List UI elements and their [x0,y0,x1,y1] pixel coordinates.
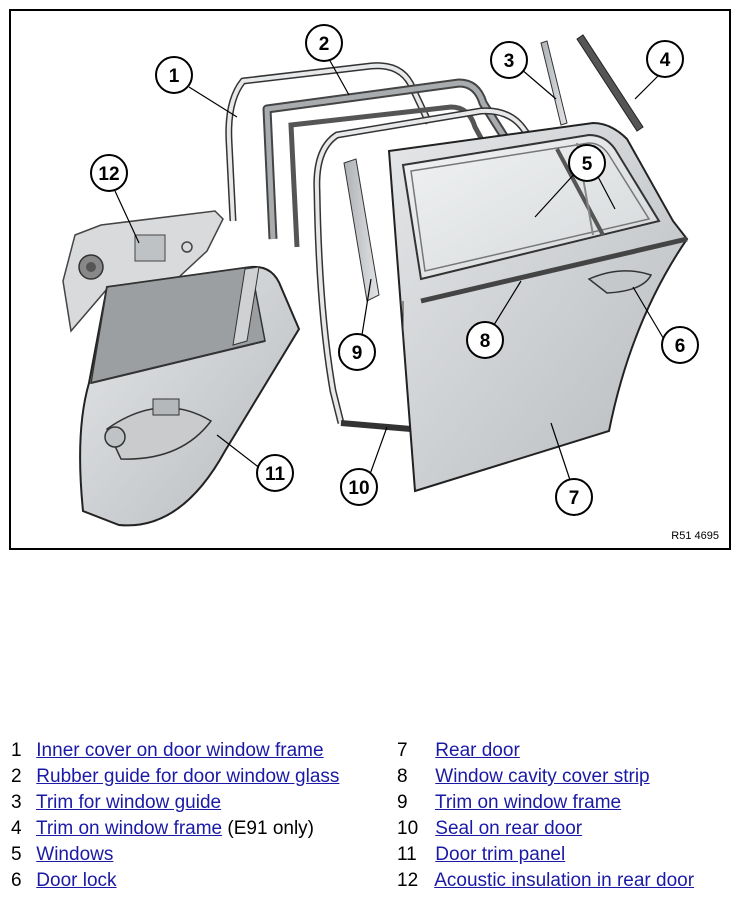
legend-number: 8 [397,766,408,787]
legend-number: 12 [397,870,419,891]
legend-column-left: 1 Inner cover on door window frame 2 Rub… [11,738,339,894]
callout-5: 5 [568,144,606,182]
door-parts-illustration: 1 2 3 4 5 6 7 8 9 10 11 12 [62,24,699,527]
legend-link-inner-cover[interactable]: Inner cover on door window frame [36,740,324,761]
svg-text:12: 12 [98,164,119,185]
legend-link-window-frame-trim-e91[interactable]: Trim on window frame [35,818,223,839]
legend-number: 5 [11,844,22,865]
legend-number: 1 [11,740,22,761]
part-door-trim-panel [79,265,301,527]
legend-link-window-frame-trim[interactable]: Trim on window frame [434,792,622,813]
legend-item: 11 Door trim panel [397,842,694,868]
legend-link-windows[interactable]: Windows [36,844,114,865]
legend-item: 9 Trim on window frame [397,790,694,816]
callout-4: 4 [646,40,684,78]
part-acoustic-insulation [62,210,224,333]
svg-text:11: 11 [265,464,286,485]
legend-item: 3 Trim for window guide [11,790,339,816]
parts-legend: 1 Inner cover on door window frame 2 Rub… [0,738,742,906]
callout-6: 6 [661,326,699,364]
svg-text:4: 4 [660,50,671,71]
part-inner-cover-frame [225,62,433,222]
part-window-guide-trim [540,40,568,126]
legend-number: 10 [397,818,419,839]
svg-text:3: 3 [504,51,515,72]
part-window-frame-trim [343,158,380,302]
legend-suffix: (E91 only) [222,818,314,839]
legend-number: 3 [11,792,22,813]
legend-number: 6 [11,870,22,891]
legend-link-rubber-guide[interactable]: Rubber guide for door window glass [36,766,340,787]
callout-7: 7 [555,478,593,516]
legend-number: 2 [11,766,22,787]
legend-column-right: 7 Rear door 8 Window cavity cover strip … [397,738,694,894]
legend-item: 4 Trim on window frame (E91 only) [11,816,339,842]
part-rear-door [387,121,689,493]
legend-link-acoustic-insulation[interactable]: Acoustic insulation in rear door [434,870,695,891]
exploded-diagram: 1 2 3 4 5 6 7 8 9 10 11 12 R51 4695 [9,9,731,550]
part-window-frame-trim-e91 [576,34,644,132]
callout-12: 12 [90,154,128,192]
part-door-seal [313,107,562,432]
legend-number: 11 [397,844,417,865]
svg-text:7: 7 [569,488,580,509]
svg-text:6: 6 [675,336,686,357]
callout-8: 8 [466,321,504,359]
legend-link-door-trim-panel[interactable]: Door trim panel [435,844,566,865]
svg-text:2: 2 [319,34,330,55]
legend-link-door-lock[interactable]: Door lock [36,870,117,891]
legend-number: 9 [397,792,408,813]
legend-number: 4 [11,818,22,839]
svg-text:10: 10 [348,478,369,499]
legend-link-cover-strip[interactable]: Window cavity cover strip [435,766,650,787]
svg-text:1: 1 [169,66,180,87]
callout-3: 3 [490,41,528,79]
callout-2: 2 [305,24,343,62]
callout-1: 1 [155,56,193,94]
leader-lines [114,58,666,490]
legend-item: 12 Acoustic insulation in rear door [397,868,694,894]
legend-number: 7 [397,740,408,761]
callout-9: 9 [338,333,376,371]
legend-item: 8 Window cavity cover strip [397,764,694,790]
svg-text:9: 9 [352,343,363,364]
figure-reference-code: R51 4695 [671,530,719,542]
legend-link-rear-door[interactable]: Rear door [435,740,520,761]
legend-item: 5 Windows [11,842,339,868]
legend-item: 6 Door lock [11,868,339,894]
legend-link-door-seal[interactable]: Seal on rear door [435,818,583,839]
legend-item: 7 Rear door [397,738,694,764]
legend-item: 1 Inner cover on door window frame [11,738,339,764]
callout-11: 11 [256,454,294,492]
legend-link-window-guide-trim[interactable]: Trim for window guide [35,792,222,813]
svg-text:8: 8 [480,331,491,352]
legend-item: 10 Seal on rear door [397,816,694,842]
callout-10: 10 [340,468,378,506]
svg-text:5: 5 [582,154,593,175]
legend-item: 2 Rubber guide for door window glass [11,764,339,790]
